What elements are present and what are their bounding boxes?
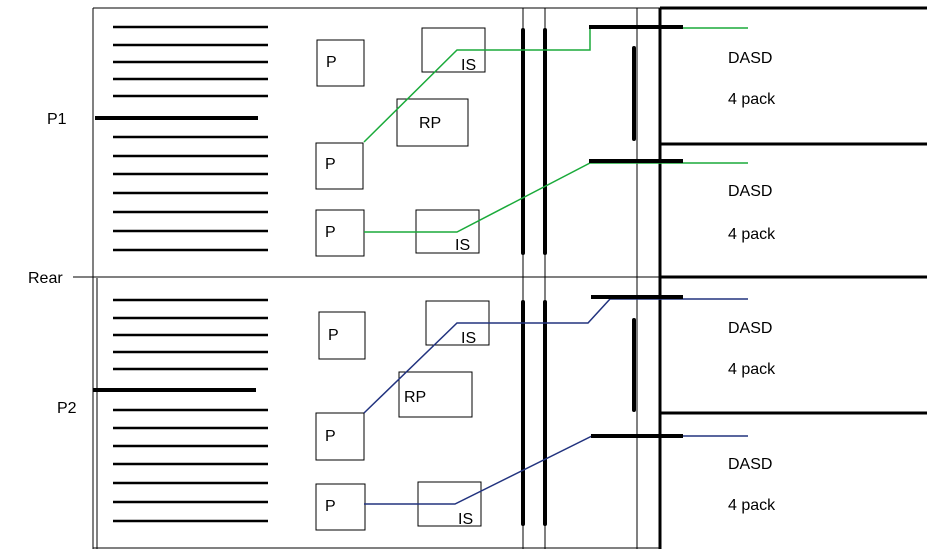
regen-processor-label: RP [419,115,441,132]
processor-label: P [325,224,336,241]
rear-label: Rear [28,270,63,287]
interface-switch-label: IS [461,330,476,347]
interface-switch-box: IS [425,300,490,347]
processor-label: P [326,54,337,71]
processor-label: P [325,498,336,515]
processor-label: P [328,327,339,344]
regen-processor-label: RP [404,389,426,406]
slot-lines-top [113,25,268,252]
processor-box: P [318,311,366,360]
dasd-unit: DASD 4 pack [728,50,776,108]
processor-box: P [315,142,364,190]
processor-box: P [316,39,365,87]
processor-box: P [315,483,366,531]
dasd-unit: DASD 4 pack [728,183,776,243]
dasd-unit: DASD 4 pack [728,456,776,514]
interface-switch-label: IS [455,237,470,254]
dasd-label: DASD [728,320,772,337]
processor-label: P [325,428,336,445]
regen-processor-box: RP [398,371,473,418]
dasd-pack-label: 4 pack [728,361,776,378]
interface-switch-label: IS [461,57,476,74]
dasd-unit: DASD 4 pack [728,320,776,378]
frame [92,7,660,549]
dasd-label: DASD [728,456,772,473]
processor-box: P [315,209,365,257]
processor-box: P [315,412,365,461]
dasd-label: DASD [728,50,772,67]
p2-label: P2 [57,400,77,417]
dasd-connector-bars [589,25,683,438]
p1-label: P1 [47,111,67,128]
backplane-bars [521,28,636,526]
slot-lines-bottom [113,298,268,523]
dasd-pack-label: 4 pack [728,226,776,243]
dasd-bays-outline [658,6,927,549]
interface-switch-label: IS [458,511,473,528]
dasd-pack-label: 4 pack [728,91,776,108]
interface-switch-box: IS [417,481,482,528]
dasd-label: DASD [728,183,772,200]
processor-label: P [325,156,336,173]
interface-switch-box: IS [421,27,486,74]
dasd-pack-label: 4 pack [728,497,776,514]
regen-processor-box: RP [396,98,469,147]
